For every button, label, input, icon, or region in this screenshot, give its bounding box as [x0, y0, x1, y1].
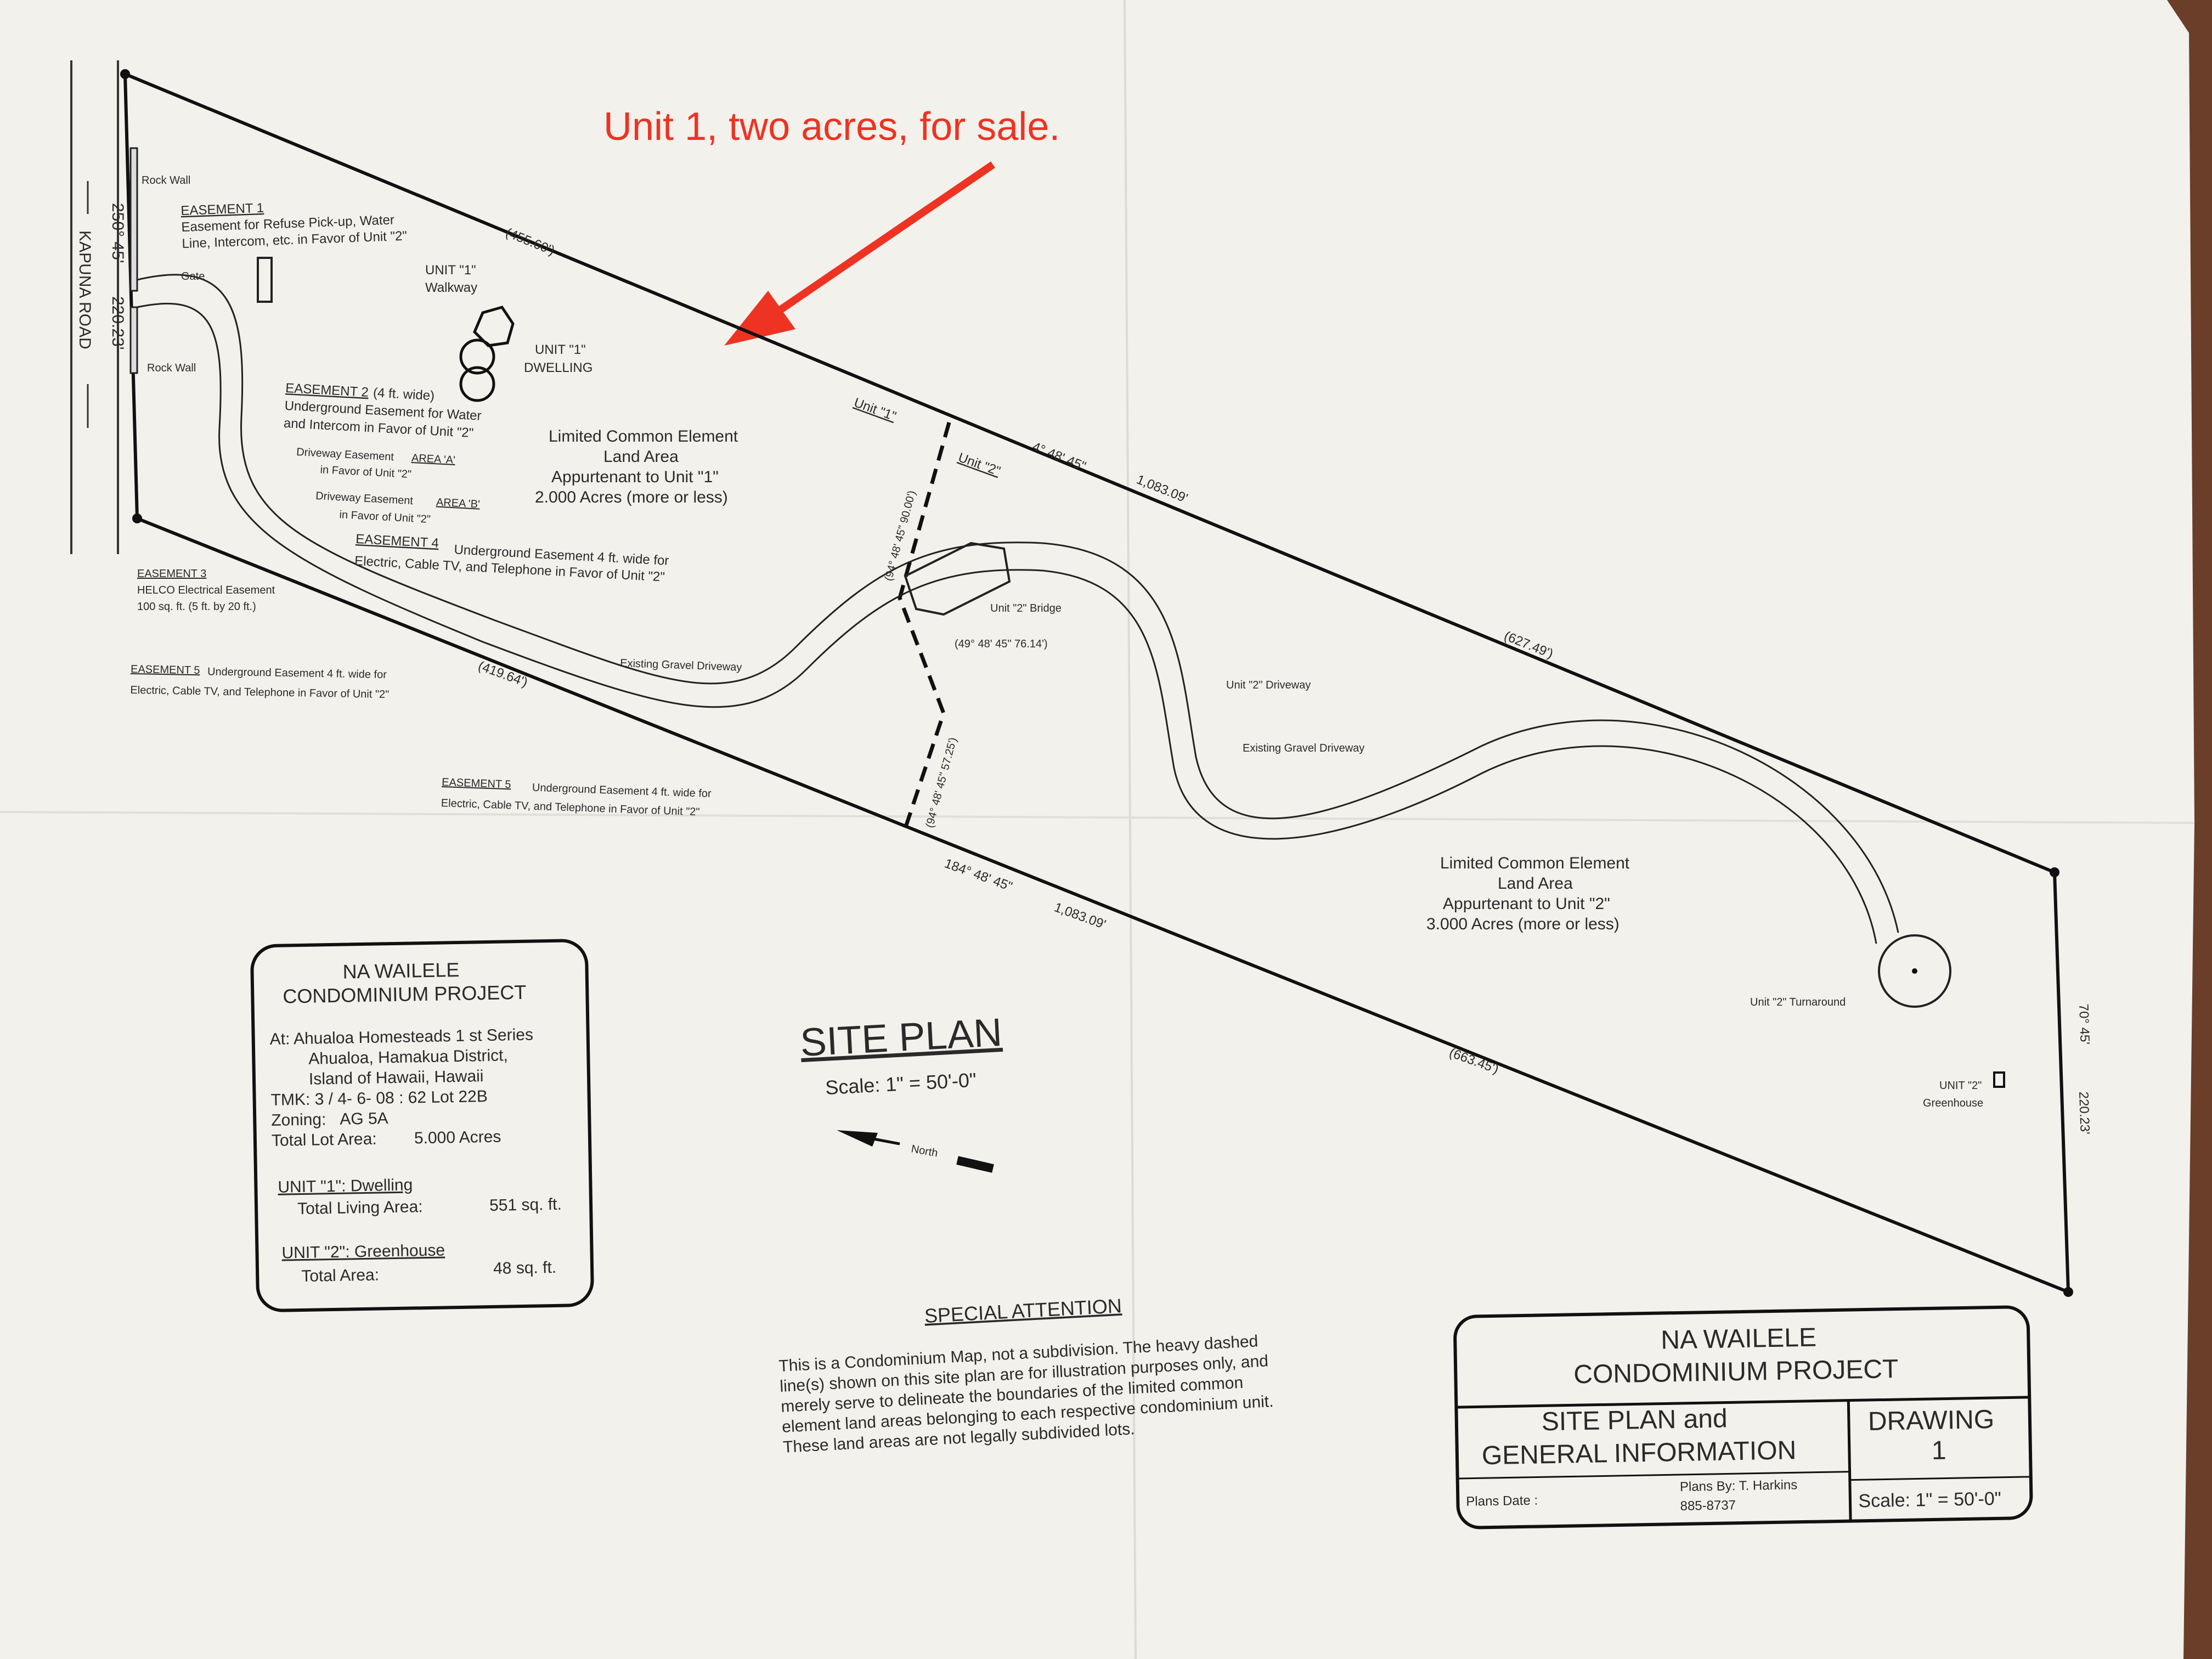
- rock-wall-bottom: [129, 306, 138, 374]
- unit2-bridge: [904, 541, 1011, 616]
- unit1-walkway-label-1: UNIT "1": [425, 263, 476, 278]
- unit1-dwelling-label-2: DWELLING: [524, 360, 592, 375]
- info-unit2-area-label: Total Area:: [301, 1266, 379, 1285]
- project-info-box: NA WAILELE CONDOMINIUM PROJECT At: Ahual…: [250, 939, 594, 1312]
- info-unit1-area-value: 551 sq. ft.: [489, 1195, 562, 1215]
- east-bearing: 70° 45': [2076, 1003, 2092, 1045]
- unit2-driveway-label: Unit "2" Driveway: [1226, 679, 1311, 691]
- easement3-line1: HELCO Electrical Easement: [137, 584, 275, 596]
- lce1-line4: 2.000 Acres (more or less): [535, 488, 728, 506]
- info-unit2-area-value: 48 sq. ft.: [493, 1259, 557, 1278]
- title-block-sheet-2: GENERAL INFORMATION: [1481, 1436, 1796, 1470]
- title-block: NA WAILELE CONDOMINIUM PROJECT SITE PLAN…: [1453, 1305, 2033, 1530]
- title-block-sheet-1: SITE PLAN and: [1541, 1404, 1728, 1436]
- road-name: KAPUNA ROAD: [76, 230, 94, 349]
- lce2-line1: Limited Common Element: [1440, 854, 1630, 872]
- title-block-drawing-number: 1: [1931, 1436, 1946, 1465]
- unit2-turnaround-label: Unit "2" Turnaround: [1750, 996, 1846, 1008]
- info-lot-label: Total Lot Area:: [272, 1130, 377, 1150]
- lce2-line4: 3.000 Acres (more or less): [1426, 915, 1620, 933]
- lce1-line1: Limited Common Element: [549, 427, 738, 445]
- title-block-project-2: CONDOMINIUM PROJECT: [1573, 1355, 1899, 1389]
- title-block-phone: 885-8737: [1680, 1498, 1736, 1514]
- site-plan-title: SITE PLAN: [799, 1011, 1003, 1065]
- info-at-3: Island of Hawaii, Hawaii: [309, 1067, 484, 1088]
- kapuna-road: KAPUNA ROAD 250° 45' 220.23': [70, 60, 127, 554]
- for-sale-annotation: Unit 1, two acres, for sale.: [603, 105, 1060, 149]
- info-title-2: CONDOMINIUM PROJECT: [283, 981, 527, 1008]
- info-lot-value: 5.000 Acres: [414, 1128, 501, 1148]
- road-bearing: 250° 45': [109, 203, 127, 263]
- info-zoning-label: Zoning:: [271, 1110, 326, 1130]
- unit2-bridge-label: Unit "2" Bridge: [990, 602, 1062, 614]
- greenhouse-icon: [1993, 1071, 2005, 1088]
- easement3-title: EASEMENT 3: [137, 568, 206, 580]
- divider-mid-label: (49° 48' 45" 76.14'): [955, 638, 1048, 650]
- info-zoning-value: AG 5A: [340, 1109, 388, 1128]
- road-length: 220.23': [109, 296, 127, 350]
- info-tmk: TMK: 3 / 4- 6- 08 : 62 Lot 22B: [270, 1087, 488, 1109]
- title-block-drawing-label: DRAWING: [1868, 1405, 1995, 1436]
- easement1-title: EASEMENT 1: [180, 201, 264, 218]
- easement3-line2: 100 sq. ft. (5 ft. by 20 ft.): [137, 601, 256, 613]
- unit1-dwelling-icon: [459, 306, 515, 402]
- info-title-1: NA WAILELE: [342, 958, 459, 983]
- unit1-dwelling-label-1: UNIT "1": [535, 342, 586, 357]
- lce1-line2: Land Area: [603, 448, 679, 466]
- existing-gravel-label-2: Existing Gravel Driveway: [1243, 742, 1364, 754]
- lce2-line2: Land Area: [1498, 874, 1573, 893]
- info-unit2-heading: UNIT "2": Greenhouse: [281, 1241, 445, 1262]
- east-length: 220.23': [2076, 1091, 2092, 1135]
- gate-label: Gate: [181, 270, 205, 283]
- easement2-wide: (4 ft. wide): [373, 385, 435, 403]
- rock-wall-top-label: Rock Wall: [142, 174, 190, 187]
- title-block-plans-date: Plans Date :: [1466, 1493, 1538, 1509]
- unit2-greenhouse-label-1: UNIT "2": [1939, 1080, 1982, 1092]
- title-block-scale: Scale: 1" = 50'-0": [1858, 1488, 2001, 1512]
- easement5b-title: EASEMENT 5: [442, 776, 511, 791]
- red-arrow-icon: [724, 161, 995, 346]
- driveway-b-area: AREA 'B': [436, 496, 480, 511]
- gravel-driveway: [137, 274, 1951, 1008]
- title-block-plans-by: Plans By: T. Harkins: [1680, 1477, 1798, 1494]
- info-unit1-heading: UNIT "1": Dwelling: [278, 1176, 413, 1196]
- lce1-line3: Appurtenant to Unit "1": [551, 468, 719, 486]
- info-unit1-area-label: Total Living Area:: [297, 1198, 423, 1218]
- info-at-2: Ahualoa, Hamakua District,: [308, 1046, 508, 1068]
- unit-divider-line: [898, 422, 951, 830]
- easement5a-title: EASEMENT 5: [131, 663, 200, 676]
- gate-icon: [257, 257, 273, 303]
- title-block-project-1: NA WAILELE: [1661, 1323, 1817, 1355]
- driveway-a-area: AREA 'A': [411, 452, 455, 466]
- unit1-walkway-label-2: Walkway: [425, 280, 477, 295]
- unit2-greenhouse-label-2: Greenhouse: [1923, 1097, 1983, 1109]
- rock-wall-top: [129, 147, 138, 292]
- rock-wall-bottom-label: Rock Wall: [147, 362, 196, 374]
- north-arrow-icon: [837, 1130, 994, 1173]
- lce2-line3: Appurtenant to Unit "2": [1443, 895, 1610, 913]
